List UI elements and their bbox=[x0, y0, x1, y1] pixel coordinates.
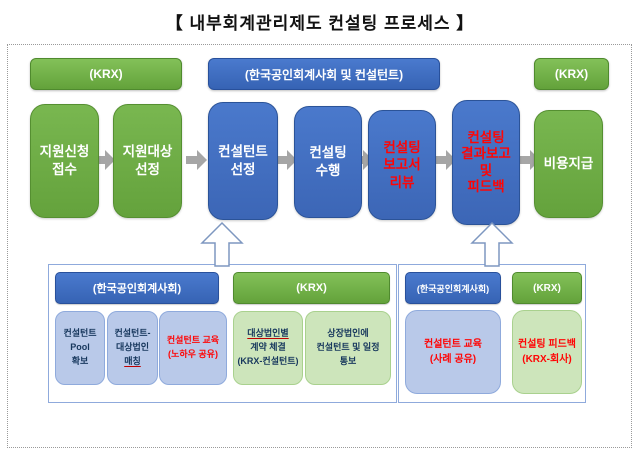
task-label-line-underlined: 대상법인별 bbox=[247, 328, 289, 339]
task-label-line-underlined: 매칭 bbox=[124, 355, 141, 366]
step-result-report-feedback: 컨설팅 결과보고 및 피드백 bbox=[452, 100, 520, 225]
task-label: 컨설턴트 교육 (사례 공유) bbox=[424, 338, 482, 366]
step-consultant-selection: 컨설턴트 선정 bbox=[208, 102, 278, 220]
task-label: 상장법인에 컨설턴트 및 일정 통보 bbox=[316, 328, 380, 366]
task-label-line: 대상법인 bbox=[115, 342, 150, 353]
task-label-line: 계약 체결 bbox=[250, 342, 286, 353]
task-label-line: 컨설턴트- bbox=[114, 328, 151, 339]
task-consultant-pool: 컨설턴트 Pool 확보 bbox=[55, 311, 105, 385]
step-application-receipt: 지원신청 접수 bbox=[30, 104, 99, 218]
step-consulting-execution: 컨설팅 수행 bbox=[294, 106, 362, 218]
step-report-review: 컨설팅 보고서 리뷰 bbox=[368, 110, 436, 220]
right-arrow-icon bbox=[94, 150, 115, 170]
task-label: 컨설팅 피드백 (KRX-회사) bbox=[518, 338, 576, 366]
step-cost-payment: 비용지급 bbox=[534, 110, 603, 218]
up-arrow-icon bbox=[200, 221, 244, 267]
panel-header-kicpa-right: (한국공인회계사회) bbox=[405, 272, 501, 304]
top-header-krx-right: (KRX) bbox=[534, 58, 609, 90]
task-consultant-training-knowhow: 컨설턴트 교육 (노하우 공유) bbox=[159, 311, 227, 385]
right-arrow-icon bbox=[186, 150, 207, 170]
task-schedule-notice: 상장법인에 컨설턴트 및 일정 통보 bbox=[305, 311, 391, 385]
task-contract-signing: 대상법인별 계약 체결 (KRX-컨설턴트) bbox=[233, 311, 303, 385]
up-arrow-icon bbox=[470, 221, 514, 267]
panel-header-krx: (KRX) bbox=[233, 272, 390, 304]
panel-header-krx-right: (KRX) bbox=[512, 272, 582, 304]
task-consultant-matching: 컨설턴트- 대상법인 매칭 bbox=[107, 311, 158, 385]
right-arrow-icon bbox=[435, 150, 456, 170]
task-consultant-training-cases: 컨설턴트 교육 (사례 공유) bbox=[405, 310, 501, 394]
top-header-kicpa-consultant: (한국공인회계사회 및 컨설턴트) bbox=[208, 58, 440, 90]
task-label: 컨설턴트 Pool 확보 bbox=[63, 328, 97, 366]
task-label-line: (KRX-컨설턴트) bbox=[237, 355, 299, 366]
task-consulting-feedback: 컨설팅 피드백 (KRX-회사) bbox=[512, 310, 582, 394]
right-arrow-icon bbox=[276, 150, 297, 170]
step-target-selection: 지원대상 선정 bbox=[113, 104, 182, 218]
task-label: 컨설턴트 교육 (노하우 공유) bbox=[166, 335, 220, 359]
panel-header-kicpa: (한국공인회계사회) bbox=[55, 272, 219, 304]
top-header-krx-left: (KRX) bbox=[30, 58, 182, 90]
page-title: 【 내부회계관리제도 컨설팅 프로세스 】 bbox=[165, 14, 475, 33]
